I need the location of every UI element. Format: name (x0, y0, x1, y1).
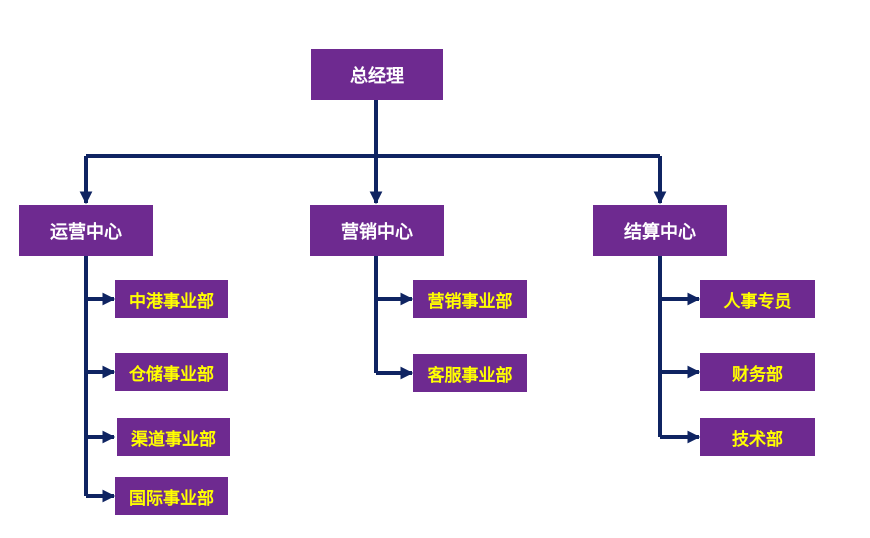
unit-node: 客服事业部 (413, 354, 527, 392)
unit-node-label: 人事专员 (723, 291, 792, 312)
unit-node-label: 客服事业部 (427, 365, 513, 386)
unit-node: 仓储事业部 (115, 353, 228, 391)
center-node-label: 结算中心 (624, 221, 696, 243)
root-node-label: 总经理 (350, 65, 404, 87)
center-node-label: 营销中心 (341, 221, 413, 243)
unit-node-label: 渠道事业部 (131, 429, 216, 450)
center-node-label: 运营中心 (50, 221, 122, 243)
unit-node-label: 技术部 (732, 429, 783, 450)
unit-node: 技术部 (700, 418, 815, 456)
unit-node-label: 财务部 (732, 364, 783, 385)
unit-node: 中港事业部 (115, 280, 228, 318)
unit-node-label: 营销事业部 (427, 291, 513, 312)
center-node-settlement: 结算中心 (593, 205, 727, 256)
unit-node: 国际事业部 (115, 477, 228, 515)
center-node-marketing: 营销中心 (310, 205, 444, 256)
unit-node: 财务部 (700, 353, 815, 391)
unit-node: 人事专员 (700, 280, 815, 318)
unit-node: 渠道事业部 (117, 418, 230, 456)
unit-node-label: 国际事业部 (129, 488, 214, 509)
unit-node-label: 仓储事业部 (129, 364, 214, 385)
unit-node-label: 中港事业部 (129, 291, 214, 312)
center-node-operations: 运营中心 (19, 205, 153, 256)
unit-node: 营销事业部 (413, 280, 527, 318)
root-node: 总经理 (311, 49, 443, 100)
